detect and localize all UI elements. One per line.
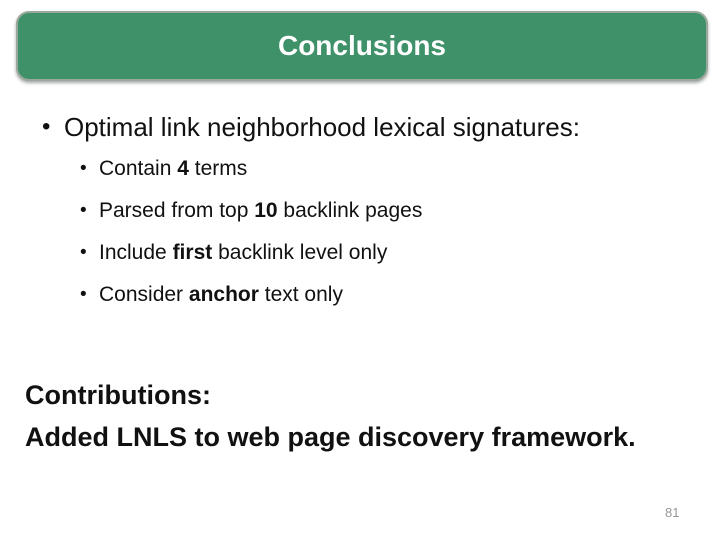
bullet-icon: • (80, 242, 87, 263)
bullet-icon: • (42, 113, 51, 140)
slide-title: Conclusions (277, 30, 446, 61)
list-item: • Consider anchor text only (80, 282, 422, 308)
sub-bullet-text: Contain 4 terms (99, 157, 248, 180)
emphasized-term: 4 (177, 157, 189, 180)
sub-bullet-text: Consider anchor text only (99, 283, 343, 306)
emphasized-term: anchor (188, 283, 259, 306)
list-item: • Include first backlink level only (80, 240, 422, 266)
page-number: 81 (665, 505, 680, 520)
emphasized-term: 10 (254, 199, 278, 222)
list-item: • Parsed from top 10 backlink pages (80, 198, 422, 224)
contributions-heading: Contributions: (25, 380, 211, 410)
contributions-text: Added LNLS to web page discovery framewo… (25, 422, 636, 452)
emphasized-term: first (172, 241, 213, 264)
list-item: • Contain 4 terms (80, 156, 422, 182)
slide-title-banner: Conclusions (16, 11, 708, 81)
main-bullet-item: • Optimal link neighborhood lexical sign… (42, 112, 580, 142)
bullet-icon: • (80, 284, 87, 305)
contributions-section: Contributions: Added LNLS to web page di… (25, 374, 636, 458)
sub-bullet-list: • Contain 4 terms • Parsed from top 10 b… (80, 156, 422, 324)
main-bullet-text: Optimal link neighborhood lexical signat… (64, 112, 580, 142)
sub-bullet-text: Include first backlink level only (99, 241, 388, 264)
sub-bullet-text: Parsed from top 10 backlink pages (99, 199, 423, 222)
bullet-icon: • (80, 200, 87, 221)
bullet-icon: • (80, 158, 87, 179)
